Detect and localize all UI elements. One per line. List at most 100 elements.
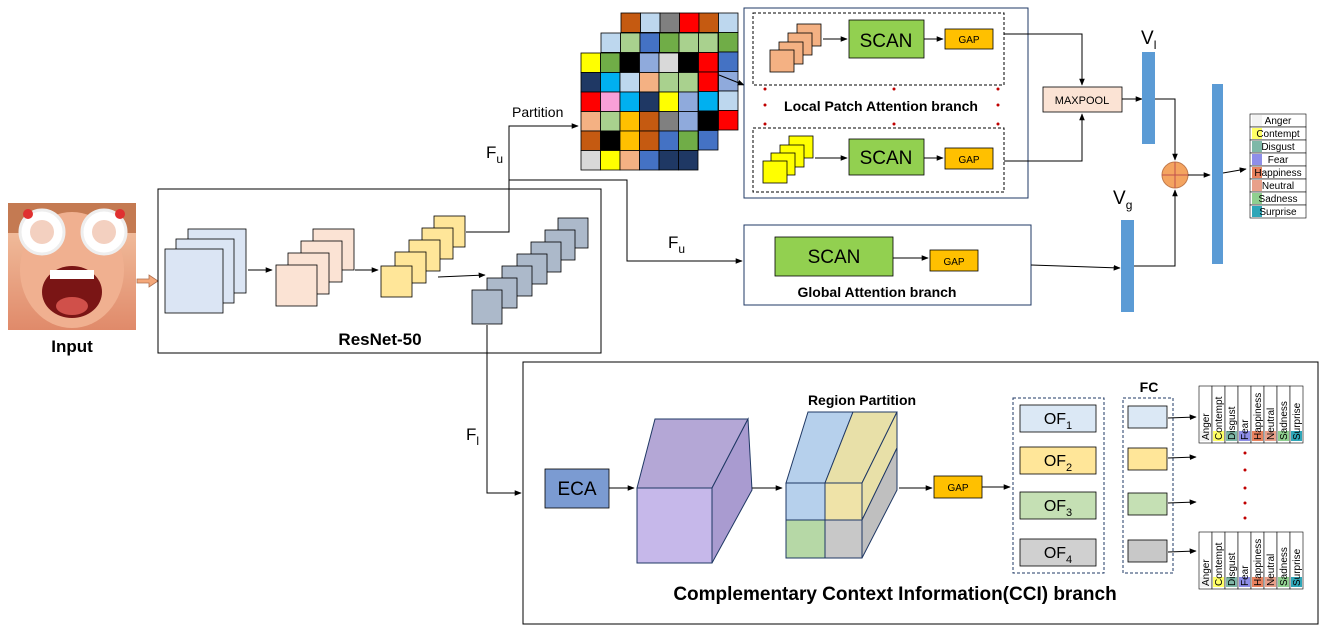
partition-label: Partition [512,104,563,120]
emotion-cell-happiness: Happiness [1249,165,1307,180]
fusion-add-icon [1161,161,1189,189]
global-gap-label: GAP [943,257,964,268]
vector-vl [1142,52,1155,144]
emotion-label: Contempt [1256,129,1300,140]
emotion-cell-fear: Fear [1237,385,1252,444]
input-arrow [136,274,159,288]
emotion-cell-surprise: Surprise [1289,385,1304,444]
emotion-label: Sadness [1279,547,1290,586]
emotion-label: Neutral [1262,181,1294,192]
local-branch-bottom-dashed [752,127,1005,193]
of-item-label: OF3 [1044,498,1072,519]
emotion-label: Happiness [1253,539,1264,586]
emotion-cell-contempt: Contempt [1211,385,1226,444]
emotion-cell-sadness: Sadness [1276,385,1291,444]
of-item-label: OF1 [1044,411,1072,432]
local-branch-box [743,7,1029,199]
emotion-label: Neutral [1266,554,1277,586]
local-branch-dots [763,87,1000,126]
emotion-label: Disgust [1227,552,1238,586]
emotion-cell-disgust: Disgust [1224,531,1239,590]
local-branch-top-dashed [752,12,1005,86]
emotion-cell-sadness: Sadness [1276,531,1291,590]
emotion-cell-happiness: Happiness [1250,385,1265,444]
resnet-stage-2 [275,228,355,307]
emotion-label: Fear [1240,565,1251,586]
fc-item-1 [1127,405,1197,429]
vector-vg [1121,220,1134,312]
resnet-label: ResNet-50 [338,330,421,349]
of-item-3: OF3 [1019,491,1097,520]
emotion-cell-disgust: Disgust [1224,385,1239,444]
emotion-cell-surprise: Surprise [1249,204,1307,219]
local-scan-label-1: SCAN [860,31,913,52]
emotion-label: Contempt [1214,396,1225,440]
vl-label: Vl [1141,28,1156,52]
fc-item-3 [1127,492,1197,516]
of-item-1: OF1 [1019,404,1097,433]
emotion-label: Anger [1265,116,1292,127]
resnet-stage-3 [380,215,466,298]
region-partition-cuboid [785,411,898,559]
fc-item-4 [1127,539,1197,563]
maxpool-box [1042,86,1123,113]
fc-label: FC [1140,379,1159,395]
emotion-label: Disgust [1261,142,1295,153]
local-patch-stack-2 [762,135,814,184]
local-gap-box-2 [944,147,994,170]
emotion-cell-contempt: Contempt [1249,126,1307,141]
local-branch-title: Local Patch Attention branch [784,98,978,114]
global-scan-box [774,236,894,277]
maxpool-label: MAXPOOL [1055,95,1109,107]
local-scan-box-2 [848,138,925,176]
emotion-cell-sadness: Sadness [1249,191,1307,206]
emotion-cell-fear: Fear [1249,152,1307,167]
global-branch-title: Global Attention branch [798,284,957,300]
local-gap-label-2: GAP [958,155,979,166]
emotion-cell-surprise: Surprise [1289,531,1304,590]
fc-item-2 [1127,447,1197,471]
input-face-image [8,203,136,330]
local-scan-label-2: SCAN [860,148,913,169]
global-gap-box [929,249,979,272]
cci-output-dots [1243,451,1247,520]
cci-branch-box [522,361,1319,625]
emotion-label: Contempt [1214,542,1225,586]
local-patch-stack-1 [769,23,822,73]
eca-label: ECA [557,479,596,500]
emotion-output-top: AngerContemptDisgustFearHappinessNeutral… [1249,113,1307,219]
fl-label: Fl [466,425,479,448]
of-item-2: OF2 [1019,446,1097,475]
emotion-cell-contempt: Contempt [1211,531,1226,590]
cci-branch-title: Complementary Context Information(CCI) b… [673,584,1116,605]
emotion-label: Anger [1201,559,1212,586]
global-scan-label: SCAN [808,247,861,268]
input-label: Input [51,337,93,356]
emotion-label: Neutral [1266,408,1277,440]
of-item-4: OF4 [1019,538,1097,567]
emotion-cell-happiness: Happiness [1250,531,1265,590]
emotion-cell-neutral: Neutral [1249,178,1307,193]
emotion-label: Disgust [1227,406,1238,440]
local-gap-box-1 [944,28,994,50]
resnet-stage-1 [164,228,247,314]
fu-label-global: Fu [668,233,685,256]
emotion-cell-neutral: Neutral [1263,531,1278,590]
region-partition-label: Region Partition [808,392,916,408]
vector-fused [1212,84,1223,264]
vg-label: Vg [1113,188,1132,212]
emotion-cell-disgust: Disgust [1249,139,1307,154]
emotion-cell-anger: Anger [1198,385,1213,444]
resnet-box [157,188,602,354]
emotion-label: Surprise [1292,548,1303,586]
cci-gap-label: GAP [947,483,968,494]
fc-column-box [1122,397,1174,574]
local-gap-label-1: GAP [958,35,979,46]
emotion-cell-anger: Anger [1249,113,1307,128]
fu-label-upper: Fu [486,143,503,166]
emotion-label: Anger [1201,413,1212,440]
eca-feature-cuboid [636,417,753,564]
